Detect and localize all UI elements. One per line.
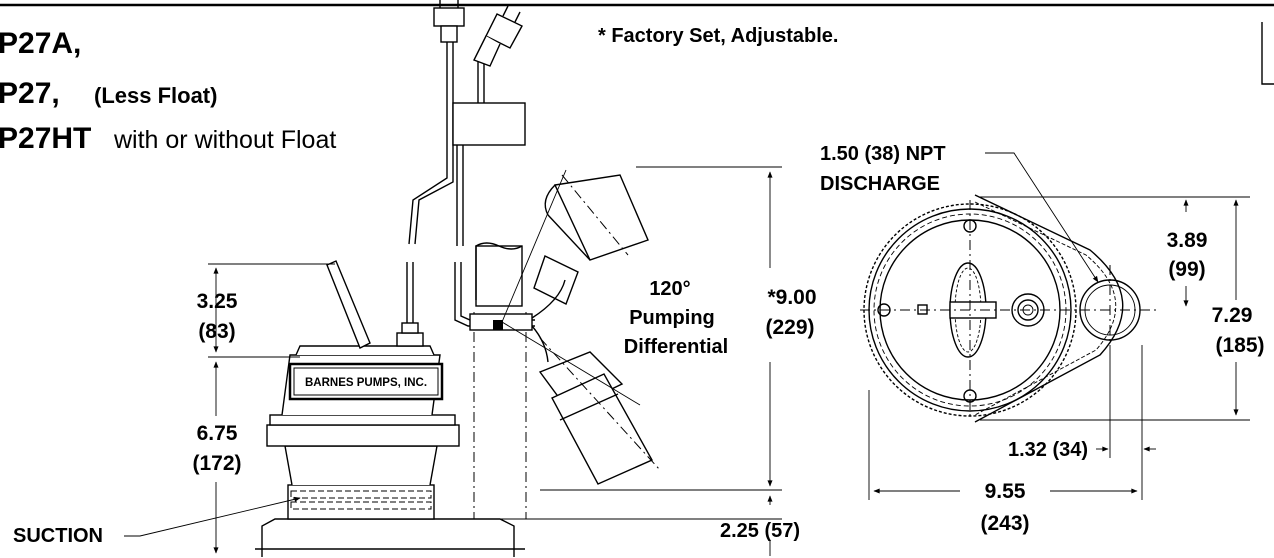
float-switch-upper xyxy=(533,174,649,305)
body-height-mm: (172) xyxy=(192,452,241,475)
pump-side-view: BARNES PUMPS, INC. xyxy=(255,0,661,557)
power-cord-lower xyxy=(406,262,414,323)
width-mm: (243) xyxy=(980,512,1029,535)
top-height-mm: (83) xyxy=(198,320,235,343)
discharge-pipe-break xyxy=(475,245,523,307)
differential-label: Differential xyxy=(624,336,728,358)
pumping-angle-label: 120° xyxy=(649,278,690,300)
discharge-leader xyxy=(985,152,1099,283)
motor-cap xyxy=(295,345,435,356)
nameplate xyxy=(288,362,444,401)
title-model-p27ht-note: with or without Float xyxy=(113,126,336,154)
bottom-offset-label: 2.25 (57) xyxy=(720,520,800,542)
power-plug-icon xyxy=(433,0,465,43)
discharge-riser xyxy=(473,312,527,519)
pump-base xyxy=(261,518,515,557)
dim-top-height xyxy=(208,263,335,358)
dim-depth xyxy=(980,199,1250,421)
discharge-size-label: 1.50 (38) NPT xyxy=(820,143,946,165)
title-model-p27a: P27A, xyxy=(0,27,81,60)
pump-top-view xyxy=(860,194,1160,423)
depth-in: 7.29 xyxy=(1212,304,1253,327)
factory-set-note: * Factory Set, Adjustable. xyxy=(598,25,838,47)
lifting-handle xyxy=(326,260,371,349)
depth-mm: (185) xyxy=(1215,334,1264,357)
suction-leader xyxy=(124,496,301,537)
pumping-label: Pumping xyxy=(629,307,715,329)
float-range-mm: (229) xyxy=(765,316,814,339)
title-model-p27-note: (Less Float) xyxy=(94,83,217,108)
center-offset-label: 1.32 (34) xyxy=(1008,439,1088,461)
dim-width xyxy=(868,390,1143,500)
suction-label: SUCTION xyxy=(13,525,103,547)
pump-flange xyxy=(266,424,460,447)
dim-center-offset xyxy=(1096,345,1156,458)
discharge-label: DISCHARGE xyxy=(820,173,940,195)
float-switch-lower xyxy=(538,337,661,485)
top-height-in: 3.25 xyxy=(197,290,238,313)
cord-clamp xyxy=(452,102,526,146)
width-in: 9.55 xyxy=(985,480,1026,503)
discharge-offset-in: 3.89 xyxy=(1167,229,1208,252)
dim-float-range xyxy=(440,166,782,556)
discharge-offset-mm: (99) xyxy=(1168,258,1205,281)
title-model-p27ht: P27HT xyxy=(0,122,91,155)
body-height-in: 6.75 xyxy=(197,422,238,445)
dim-discharge-offset xyxy=(980,196,1250,307)
discharge-lobe xyxy=(974,194,1124,423)
flange-bolts xyxy=(269,414,456,426)
title-model-p27: P27, xyxy=(0,77,60,110)
float-range-in: *9.00 xyxy=(767,286,816,309)
cord-gland xyxy=(396,332,424,347)
strainer-slots xyxy=(290,490,432,510)
nameplate-text: BARNES PUMPS, INC. xyxy=(305,377,427,389)
float-cord-upper xyxy=(456,60,485,246)
float-plug-icon xyxy=(473,5,523,67)
volute-lower xyxy=(284,445,438,486)
power-cord-upper xyxy=(408,20,454,245)
corner-frame xyxy=(1261,22,1274,85)
